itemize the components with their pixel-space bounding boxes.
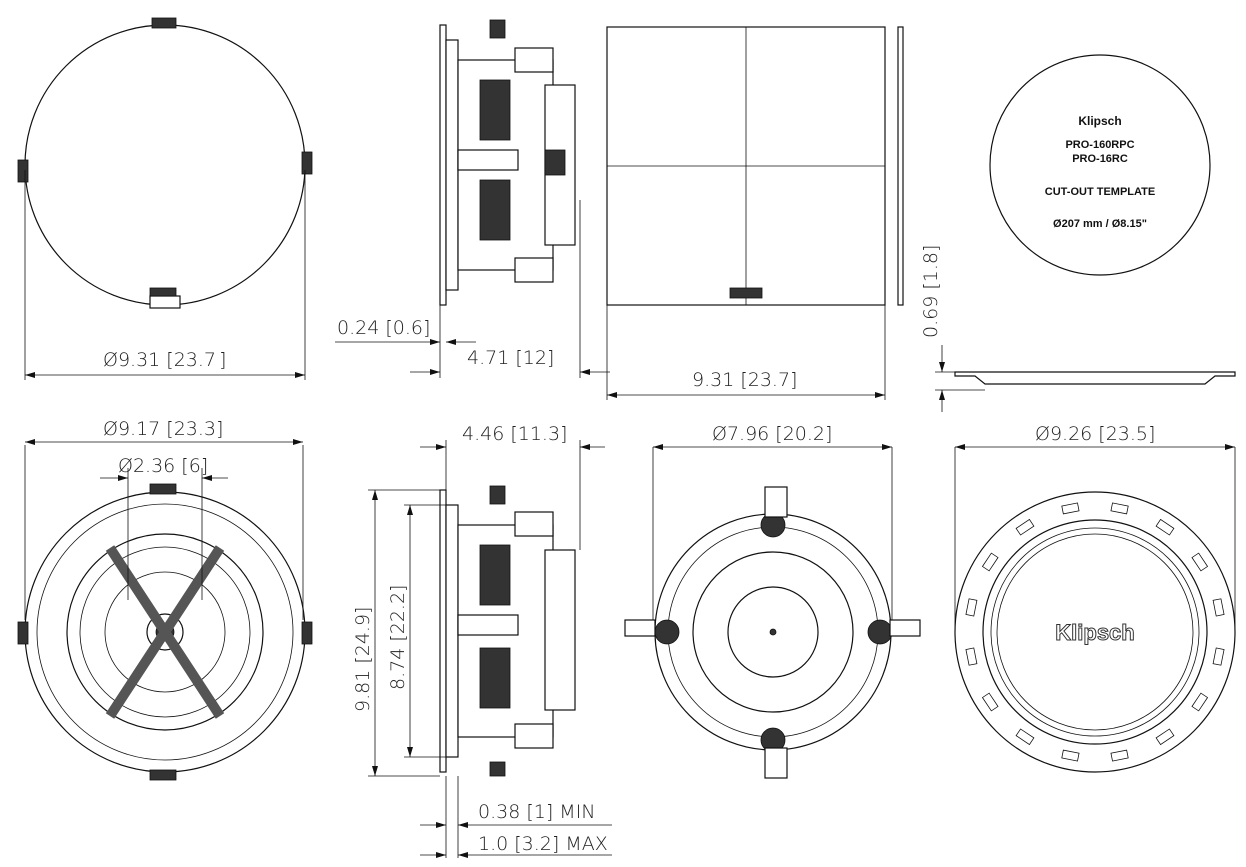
ring-slot (1110, 502, 1129, 515)
side-view-bottom: 4.46 [11.3] 9.81 [24.9] 8.74 [22.2] 0.38… (352, 423, 612, 858)
dim-flange-thickness: 0.24 [0.6] (337, 317, 430, 339)
ring-slot (1191, 692, 1209, 712)
dim-top-front-diameter: Ø9.31 [23.7 (103, 349, 216, 371)
dim-wall-min: 0.38 [1] MIN (478, 801, 596, 823)
dim-flange-height: 0.69 [1.8] (920, 245, 942, 338)
square-grille-view: 9.31 [23.7] (606, 26, 904, 400)
ring-slot (1212, 647, 1225, 666)
ring-slot (965, 647, 978, 666)
trim-ring-view: Klipsch Ø9.26 [23.5] (954, 423, 1236, 773)
speaker-front-view: Ø9.17 [23.3] Ø2.36 [6] (17, 418, 313, 781)
dim-overall-height: 9.81 [24.9] (352, 607, 374, 712)
flange-profile: 0.69 [1.8] (920, 245, 1236, 412)
ring-slot (1155, 728, 1175, 746)
ring-slot (1212, 598, 1225, 617)
speaker-back-view: Ø7.96 [20.2] (624, 423, 921, 779)
ring-slot (1015, 518, 1035, 536)
dim-front-diameter: Ø9.17 [23.3] (103, 418, 223, 440)
ring-slot (1015, 728, 1035, 746)
dim-ring-diameter: Ø9.26 [23.5] (1035, 423, 1155, 445)
dim-mount-depth: 4.46 [11.3] (462, 423, 567, 445)
dim-back-diameter: Ø7.96 [20.2] (712, 423, 832, 445)
dim-cutout-height: 8.74 [22.2] (387, 585, 409, 690)
dim-tweeter-diameter: Ø2.36 [6] (118, 455, 208, 477)
dim-bracket: ] (219, 349, 226, 371)
ring-slot (1191, 552, 1209, 572)
cutout-template: Klipsch PRO-160RPC PRO-16RC CUT-OUT TEMP… (989, 54, 1211, 276)
template-brand: Klipsch (1078, 114, 1121, 128)
dim-wall-max: 1.0 [3.2] MAX (478, 833, 608, 855)
dim-grille-width: 9.31 [23.7] (692, 369, 797, 391)
ring-slot (981, 552, 999, 572)
grille-front-view: Ø9.31 [23.7 ] (17, 17, 313, 380)
ring-slot (1061, 502, 1080, 515)
dim-side-depth: 4.71 [12] (467, 347, 554, 369)
ring-slot (981, 692, 999, 712)
ring-logo: Klipsch (1055, 620, 1134, 645)
template-label: CUT-OUT TEMPLATE (1045, 186, 1155, 198)
template-model-1: PRO-160RPC (1065, 139, 1134, 151)
ring-slot (1061, 749, 1080, 762)
ring-slot (1110, 749, 1129, 762)
ring-slot (1155, 518, 1175, 536)
ring-slot (965, 598, 978, 617)
template-size: Ø207 mm / Ø8.15" (1053, 218, 1147, 230)
template-model-2: PRO-16RC (1072, 153, 1128, 165)
side-view-top: 0.24 [0.6] 4.71 [12] (335, 19, 610, 378)
